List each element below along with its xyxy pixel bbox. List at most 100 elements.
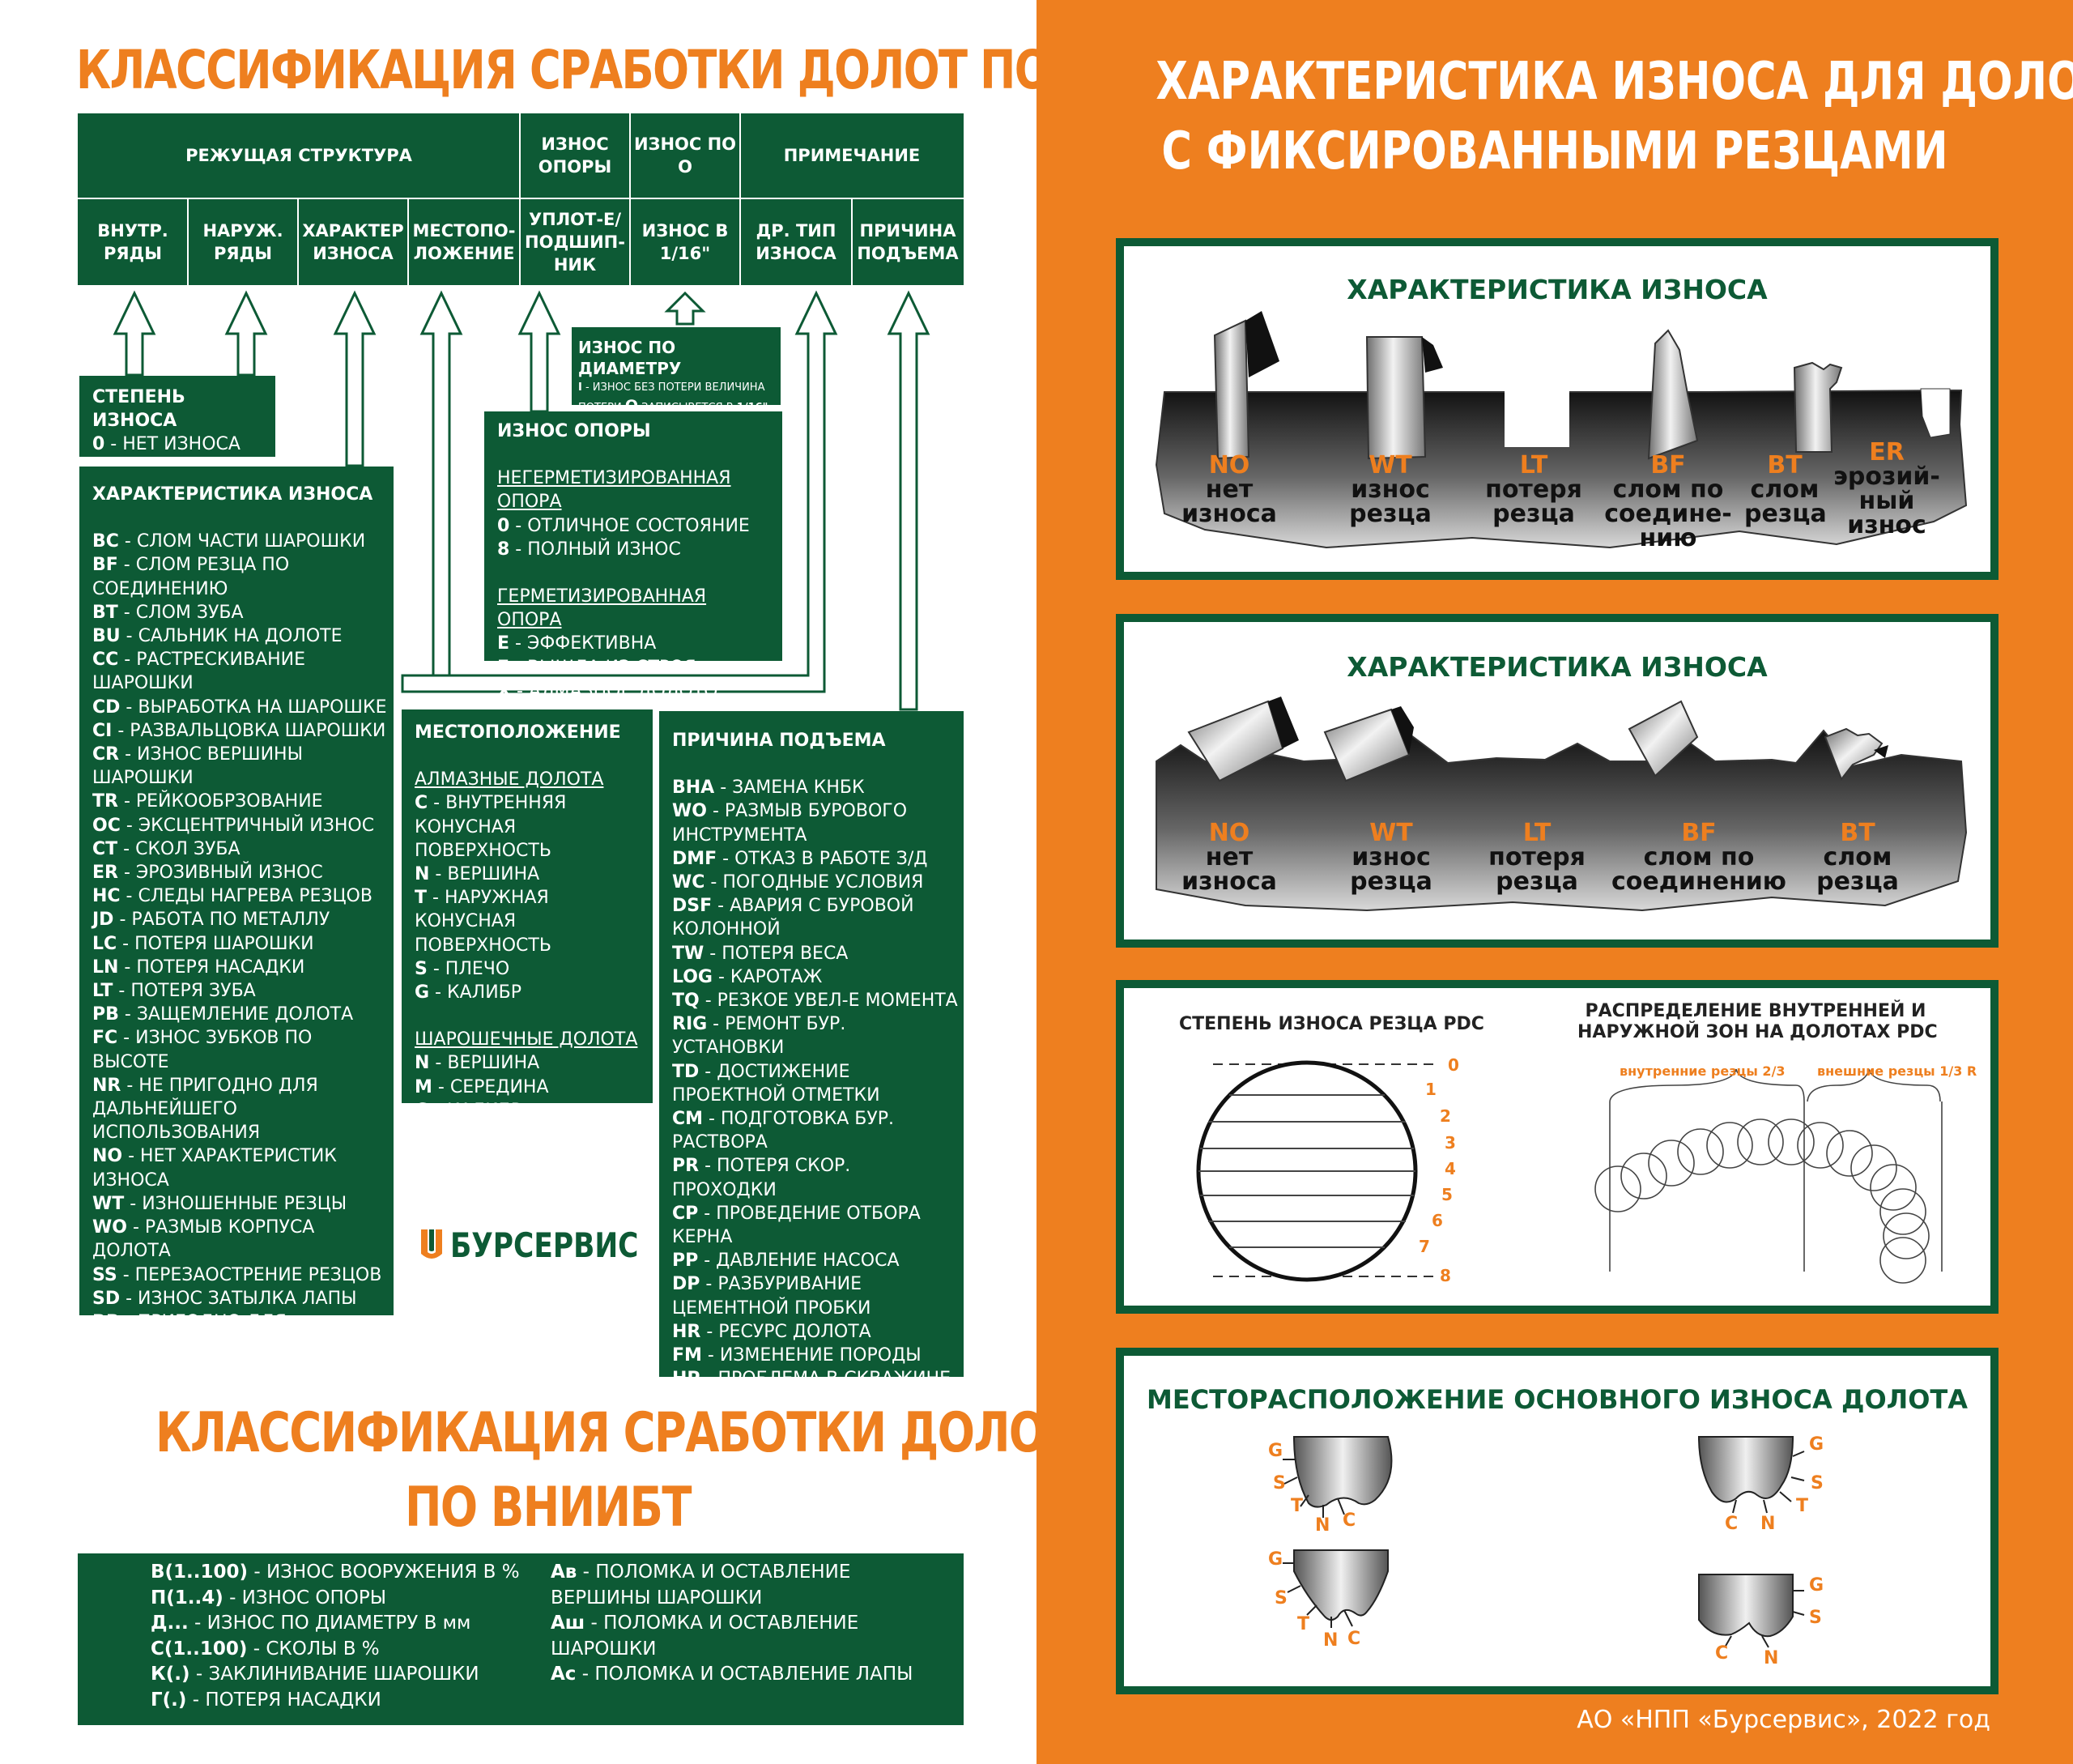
p4-c-2: C [1725,1514,1738,1534]
reason-item: TW - ПОТЕРЯ ВЕСА [672,942,959,965]
header-cutting-structure: РЕЖУЩАЯ СТРУКТУРА [185,146,412,165]
p4-s-1: S [1273,1473,1286,1493]
vniibt-left-code: Г(.) [151,1689,187,1711]
wear-code: RG [92,1406,121,1427]
gauge-box-line1: I - ИЗНОС БЕЗ ПОТЕРИ ВЕЛИЧИНА [578,379,781,397]
right-title-2: С ФИКСИРОВАННЫМИ РЕЗЦАМИ [1161,121,1948,181]
cutter-circle [1648,1140,1695,1187]
wear-item: PB - ЗАЩЕМЛЕНИЕ ДОЛОТА [92,1003,387,1026]
wear-text: - ИЗНОС ЗУБКОВ ПО ВЫСОТЕ [92,1028,313,1072]
reason-item: BHA - ЗАМЕНА КНБК [672,776,959,799]
vniibt-left-text: - ПОТЕРЯ НАСАДКИ [186,1689,381,1711]
wear-code: BU [92,626,121,647]
vniibt-left-item: Г(.) - ПОТЕРЯ НАСАДКИ [151,1688,604,1714]
wear-text: - ЗАЩЕМЛЕНИЕ ДОЛОТА [118,1004,354,1025]
vniibt-col2: Ав - ПОЛОМКА И ОСТАВЛЕНИЕ ВЕРШИНЫ ШАРОШК… [551,1560,931,1688]
vniibt-right-item: Ас - ПОЛОМКА И ОСТАВЛЕНИЕ ЛАПЫ [551,1662,931,1688]
location-pdc-item: C - ВНУТРЕННЯЯ КОНУСНАЯ ПОВЕРХНОСТЬ [415,791,649,863]
wear-code: JD [92,910,114,931]
reason-code: BHA [672,778,715,799]
reason-text: - ОТКАЗ В РАБОТЕ З/Д [717,848,928,869]
header-other-wear: ДР. ТИП ИЗНОСА [756,221,836,263]
p4-t-1: T [1291,1496,1303,1516]
bearing-sealed-code: E [497,633,510,654]
vniibt-left-item: В(1..100) - ИЗНОС ВООРУЖЕНИЯ В % [151,1560,604,1586]
header-outer-rows: НАРУЖ. РЯДЫ [202,221,283,263]
p4-c-4: C [1715,1643,1728,1664]
wear-item: TR - РЕЙКООБРЗОВАНИЕ [92,790,387,813]
wear-text: - ПОТЕРЯ ШАРОШКИ [117,933,314,954]
p4-s-2: S [1811,1473,1824,1493]
reason-code: LOG [672,966,713,987]
p4-n-2: N [1760,1514,1775,1534]
vniibt-title-1: КЛАССИФИКАЦИЯ СРАБОТКИ ДОЛОТ [155,1401,1075,1465]
wear-text: - СЛОМ ЧАСТИ ШАРОШКИ [118,531,366,552]
reason-text: - ПРОВЕДЕНИЕ ОТБОРА КЕРНА [672,1203,921,1248]
reason-text: - ПОТЕРЯ ВЕСА [704,943,849,964]
reason-item: DSF - АВАРИЯ С БУРОВОЙ КОЛОННОЙ [672,894,959,941]
gauge-box-title: ИЗНОС ПО ДИАМЕТРУ [578,338,682,378]
reason-item: PP - ДАВЛЕНИЕ НАСОСА [672,1249,959,1272]
wear-text: - РАБОТА ПО МЕТАЛЛУ [113,910,330,931]
wear-text: - НЕ ПРИГОДНО ДЛЯ ДАЛЬНЕЙШЕГО ИСПОЛЬЗОВА… [92,1075,318,1144]
wear-item: ER - ЭРОЗИВНЫЙ ИЗНОС [92,861,387,884]
reason-code: FM [672,1345,702,1366]
p4-g-1: G [1268,1441,1283,1461]
bit-profile-2 [1697,1436,1794,1503]
reason-code: HP [672,1369,700,1390]
location-pdc-code: G [415,982,430,1003]
bearing-unsealed-code: 8 [497,539,510,560]
reason-text: - ПРОБЛЕМА С З/Д [711,1392,887,1413]
bearing-sealed-item: F - ВЫШЛА ИЗ СТРОЯ [497,656,769,680]
bit-profiles-drawing: G S T N C G S T N C G S T N C G S N C [1268,1434,1824,1668]
vniibt-left-text: - СКОЛЫ В % [247,1638,380,1660]
reason-item: DP - РАЗБУРИВАНИЕ ЦЕМЕНТНОЙ ПРОБКИ [672,1272,959,1319]
wear-item: CD - ВЫРАБОТКА НА ШАРОШКЕ [92,696,387,719]
reason-code: PP [672,1251,699,1272]
reason-code: TW [672,943,704,964]
wear-code: LC [92,933,117,954]
location-pdc-code: C [415,793,428,814]
reason-item: DMF - ОТКАЗ В РАБОТЕ З/Д [672,847,959,871]
right-title-1: ХАРАКТЕРИСТИКА ИЗНОСА ДЛЯ ДОЛОТ [1156,52,2073,112]
wear-text: - РАЗВАЛЬЦОВКА ШАРОШКИ [112,720,386,741]
degree-text: - НЕТ ИЗНОСА [104,434,241,455]
reason-code: DSF [672,896,713,917]
p4-g-3: G [1268,1549,1283,1570]
p4-n-1: N [1315,1515,1330,1536]
location-pdc-text: - ВЕРШИНА [429,864,540,885]
wear-text: - СЛОМ РЕЗЦА ПО СОЕДИНЕНИЮ [92,555,290,599]
p4-n-4: N [1764,1648,1778,1668]
wear-text: - НЕТ ХАРАКТЕРИСТИК ИЗНОСА [92,1146,337,1191]
panel1-title: ХАРАКТЕРИСТИКА ИЗНОСА [1347,274,1768,305]
wear-text: - ПЕРЕЗАОСТРЕНИЕ РЕЗЦОВ [117,1264,382,1285]
reason-text: - ДОСТИЖЕНИЕ ПРОЕКТНОЙ ОТМЕТКИ [672,1061,880,1106]
wear-text: - ПОТЕРЯ ЗУБА [113,981,256,1002]
wear-item: NO - НЕТ ХАРАКТЕРИСТИК ИЗНОСА [92,1144,387,1191]
bearing-unsealed-text: - ОТЛИЧНОЕ СОСТОЯНИЕ [509,515,750,536]
scale-label-7: 7 [1419,1237,1430,1256]
header-wear-character: ХАРАКТЕР ИЗНОСА [302,221,404,263]
bearing-sealed-text: - ЭФФЕКТИВНА [509,633,657,654]
reason-item: FM - ИЗМЕНЕНИЕ ПОРОДЫ [672,1344,959,1367]
cutter-circle [1768,1118,1815,1165]
vniibt-left-text: - ИЗНОС ВООРУЖЕНИЯ В % [248,1562,520,1583]
bearing-sealed-text: - ВЫШЛА ИЗ СТРОЯ [509,657,696,678]
reason-text: - АВАРИЯ С БУРОВОЙ КОЛОННОЙ [672,896,914,940]
scale-label-1: 1 [1425,1080,1437,1099]
wear-item: CR - ИЗНОС ВЕРШИНЫ ШАРОШКИ [92,743,387,790]
reason-code: DP [672,1274,700,1295]
header-remarks: ПРИМЕЧАНИЕ [783,146,921,165]
degree-box-title: СТЕПЕНЬ ИЗНОСА [92,387,185,432]
wear-item: LT - ПОТЕРЯ ЗУБА [92,979,387,1003]
degree-box: СТЕПЕНЬ ИЗНОСА 0 - НЕТ ИЗНОСА8 - ПОЛНЫЙ … [79,376,275,502]
bearing-unsealed-text: - ПОЛНЫЙ ИЗНОС [509,539,681,560]
